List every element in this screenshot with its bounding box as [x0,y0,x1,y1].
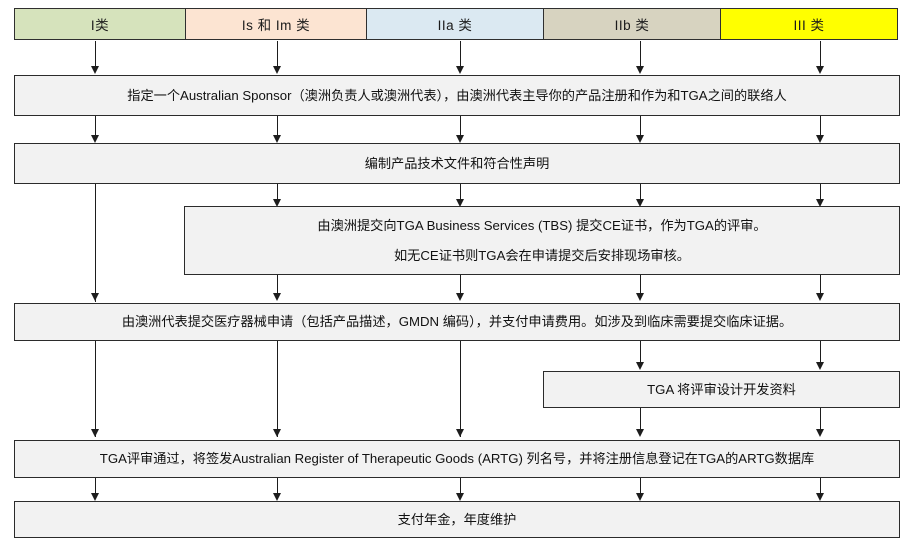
arrow-head-icon [815,362,824,370]
connector-line-bypass-class-1 [95,341,96,437]
arrow-head-icon [455,429,464,437]
arrow-head-icon [815,429,824,437]
step-box-technical-file[interactable]: 编制产品技术文件和符合性声明 [14,143,900,184]
connector-line [820,116,821,136]
arrow-head-icon [272,66,281,74]
connector-line [460,41,461,67]
arrow-head-icon [272,429,281,437]
connector-line [460,184,461,200]
connector-line [95,41,96,67]
connector-line [640,408,641,431]
step-text: 指定一个Australian Sponsor（澳洲负责人或澳洲代表），由澳洲代表… [127,87,787,103]
connector-line [460,275,461,299]
connector-line [820,41,821,67]
connector-line [820,184,821,200]
step-text-line-1: 由澳洲提交向TGA Business Services (TBS) 提交CE证书… [317,217,767,233]
connector-line [640,275,641,299]
step-text: 由澳洲代表提交医疗器械申请（包括产品描述，GMDN 编码），并支付申请费用。如涉… [121,314,793,330]
arrow-head-icon [455,493,464,501]
step-box-ce-certificate-tbs[interactable]: 由澳洲提交向TGA Business Services (TBS) 提交CE证书… [184,206,900,275]
connector-line [640,41,641,67]
arrow-head-icon [90,66,99,74]
arrow-head-icon [90,429,99,437]
arrow-head-icon [272,199,281,207]
category-cell-class-2a[interactable]: IIa 类 [366,8,544,40]
connector-line [95,116,96,136]
step-text-line-2: 如无CE证书则TGA会在申请提交后安排现场审核。 [394,247,690,263]
step-text: 编制产品技术文件和符合性声明 [364,155,550,171]
category-cell-class-1[interactable]: I类 [14,8,186,40]
connector-line [277,184,278,200]
category-cell-class-2b[interactable]: IIb 类 [543,8,721,40]
arrow-head-icon [815,493,824,501]
connector-line [820,408,821,431]
connector-line [95,478,96,494]
connector-line [277,116,278,136]
connector-line [640,341,641,365]
connector-line [820,275,821,299]
arrow-head-icon [815,199,824,207]
arrow-head-icon [90,293,99,301]
step-text: TGA 将评审设计开发资料 [647,381,796,397]
step-text: TGA评审通过，将签发Australian Register of Therap… [99,451,815,467]
arrow-head-icon [635,199,644,207]
category-label: Is 和 Im 类 [241,18,311,33]
arrow-head-icon [635,362,644,370]
arrow-head-icon [635,135,644,143]
arrow-head-icon [90,493,99,501]
arrow-head-icon [635,293,644,301]
category-header-row: I类 Is 和 Im 类 IIa 类 IIb 类 III 类 [14,8,900,40]
arrow-head-icon [815,135,824,143]
step-box-annual-fee[interactable]: 支付年金，年度维护 [14,501,900,538]
arrow-head-icon [455,66,464,74]
arrow-head-icon [815,293,824,301]
arrow-head-icon [272,135,281,143]
arrow-head-icon [635,66,644,74]
category-cell-class-is-im[interactable]: Is 和 Im 类 [185,8,367,40]
category-cell-class-3[interactable]: III 类 [720,8,898,40]
connector-line [640,116,641,136]
category-label: I类 [90,18,110,33]
step-box-tga-design-review[interactable]: TGA 将评审设计开发资料 [543,371,900,408]
connector-line [277,478,278,494]
connector-line [277,275,278,299]
arrow-head-icon [272,293,281,301]
category-label: III 类 [793,18,825,33]
connector-line [460,478,461,494]
arrow-head-icon [635,429,644,437]
connector-line [640,478,641,494]
arrow-head-icon [455,199,464,207]
arrow-head-icon [815,66,824,74]
connector-line [640,184,641,200]
arrow-head-icon [455,135,464,143]
step-text: 支付年金，年度维护 [397,511,517,527]
arrow-head-icon [272,493,281,501]
connector-line-bypass-class-1 [95,184,96,302]
category-label: IIa 类 [437,18,473,33]
arrow-head-icon [635,493,644,501]
category-label: IIb 类 [614,18,650,33]
connector-line [820,341,821,365]
connector-line [277,41,278,67]
step-box-device-application[interactable]: 由澳洲代表提交医疗器械申请（包括产品描述，GMDN 编码），并支付申请费用。如涉… [14,303,900,341]
connector-line-bypass-class-is-im [277,341,278,437]
arrow-head-icon [90,135,99,143]
connector-line [460,116,461,136]
connector-line-bypass-class-2a [460,341,461,437]
step-box-appoint-sponsor[interactable]: 指定一个Australian Sponsor（澳洲负责人或澳洲代表），由澳洲代表… [14,75,900,116]
connector-line [820,478,821,494]
step-box-artg-listing[interactable]: TGA评审通过，将签发Australian Register of Therap… [14,440,900,478]
arrow-head-icon [455,293,464,301]
